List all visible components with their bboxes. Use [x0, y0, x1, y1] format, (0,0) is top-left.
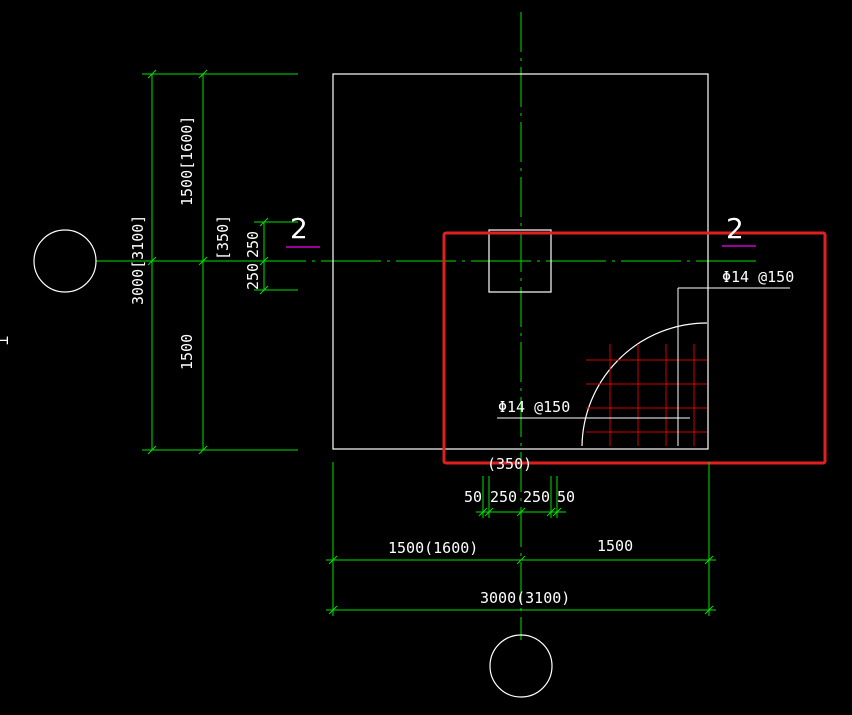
dim-left-total: 3000[3100] — [129, 215, 147, 305]
dim-bottom-250-right: 250 — [523, 488, 550, 506]
section-label-left: 2 — [290, 212, 308, 245]
left-axis-bubble — [33, 229, 97, 293]
column-outline — [488, 229, 552, 293]
highlight-box — [442, 231, 827, 465]
rebar-detail-arc — [581, 322, 708, 447]
dim-bottom-250-left: 250 — [490, 488, 517, 506]
dim-bottom-right-span: 1500 — [597, 537, 633, 555]
edge-mark: ⊥ — [0, 336, 12, 345]
dim-bottom-50-right: 50 — [557, 488, 575, 506]
dim-left-col-350: [350] — [214, 215, 232, 260]
dim-col-350: (350) — [487, 455, 532, 473]
dim-top-span: 1500[1600] — [178, 116, 196, 206]
rebar-label-left: Φ14 @150 — [498, 398, 570, 416]
bottom-axis-bubble — [489, 634, 553, 698]
rebar-grid — [586, 344, 707, 446]
bottom-dimensions — [326, 462, 716, 616]
rebar-label-top: Φ14 @150 — [722, 268, 794, 286]
dim-left-bottom-span: 1500 — [178, 334, 196, 370]
footing-outline — [332, 73, 709, 450]
dim-bottom-total: 3000(3100) — [480, 589, 570, 607]
dim-left-col-250-bot: 250 — [244, 263, 262, 290]
left-dimensions — [142, 69, 298, 455]
dim-left-col-250-top: 250 — [244, 231, 262, 258]
section-label-right: 2 — [726, 212, 744, 245]
dim-bottom-50-left: 50 — [464, 488, 482, 506]
dim-bottom-left-span: 1500(1600) — [388, 539, 478, 557]
